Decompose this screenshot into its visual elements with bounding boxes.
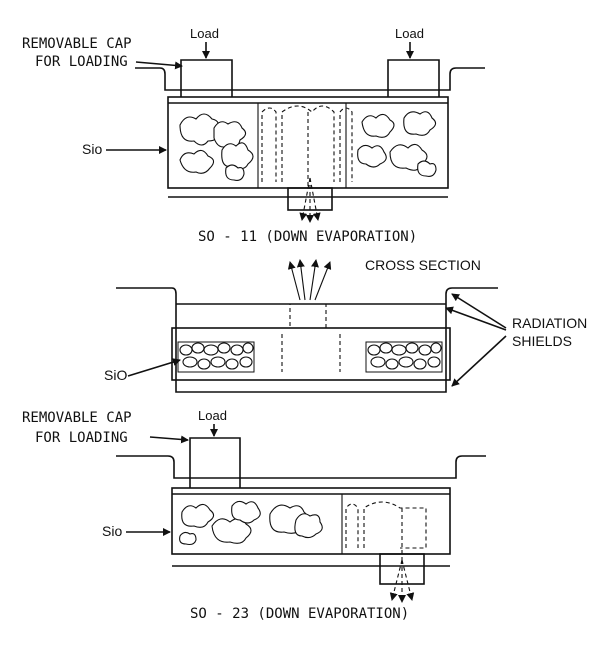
cap-label-line2: FOR LOADING bbox=[35, 54, 128, 70]
plume-arrow-1 bbox=[287, 261, 301, 301]
so-23-source: REMOVABLE CAP FOR LOADING Load Sio SO - … bbox=[22, 408, 486, 622]
outer-shield-bottom bbox=[116, 455, 486, 479]
exit-arrow-3 bbox=[309, 177, 321, 221]
removable-cap-bottom bbox=[189, 437, 241, 488]
load-label-bottom: Load bbox=[198, 408, 227, 423]
cross-section: CROSS SECTION bbox=[104, 257, 587, 393]
sio-pebbles-left bbox=[177, 341, 255, 373]
cap-label-line1: REMOVABLE CAP bbox=[22, 36, 132, 52]
sio-label-bottom: Sio bbox=[102, 523, 122, 539]
removable-cap-left bbox=[180, 59, 233, 97]
shield-leader-2 bbox=[445, 306, 507, 331]
sio-charge-bottom bbox=[179, 500, 323, 546]
sio-charge-right bbox=[357, 111, 437, 177]
cap-label-line2-bottom: FOR LOADING bbox=[35, 430, 128, 446]
sio-label: Sio bbox=[82, 141, 102, 157]
so-11-source: REMOVABLE CAP FOR LOADING Load Load bbox=[22, 26, 485, 245]
load-label-left: Load bbox=[190, 26, 219, 41]
sio-label-cross: SiO bbox=[104, 367, 127, 383]
shield-leader-1 bbox=[451, 293, 507, 329]
cap-leader-arrow bbox=[135, 61, 183, 70]
cap-leader-arrow-bottom bbox=[149, 435, 189, 444]
vapor-path bbox=[261, 105, 353, 182]
so-23-caption: SO - 23 (DOWN EVAPORATION) bbox=[190, 606, 409, 622]
sio-pebbles-right bbox=[365, 341, 443, 373]
sio-cross-leader bbox=[127, 358, 181, 377]
removable-cap-right bbox=[387, 59, 440, 97]
so-11-caption: SO - 11 (DOWN EVAPORATION) bbox=[198, 229, 417, 245]
boat-body-bottom bbox=[171, 487, 451, 555]
radiation-shields-line1: RADIATION bbox=[512, 315, 587, 331]
load-label-right: Load bbox=[395, 26, 424, 41]
shield-leader-3 bbox=[451, 335, 507, 387]
exit-arrow-1 bbox=[299, 177, 311, 221]
plume-arrow-3 bbox=[309, 259, 319, 301]
vapor-path-bottom bbox=[345, 501, 427, 549]
outer-radiation-shield bbox=[116, 287, 498, 393]
plume-arrow-4 bbox=[314, 261, 332, 301]
vapor-opening bbox=[289, 303, 327, 329]
cap-label-line1-bottom: REMOVABLE CAP bbox=[22, 410, 132, 426]
boat-section bbox=[171, 327, 451, 381]
radiation-shields-line2: SHIELDS bbox=[512, 333, 572, 349]
cross-section-title: CROSS SECTION bbox=[365, 257, 481, 273]
plume-arrow-2 bbox=[296, 259, 306, 301]
sio-charge-left bbox=[179, 113, 254, 181]
outer-shield bbox=[135, 67, 485, 91]
